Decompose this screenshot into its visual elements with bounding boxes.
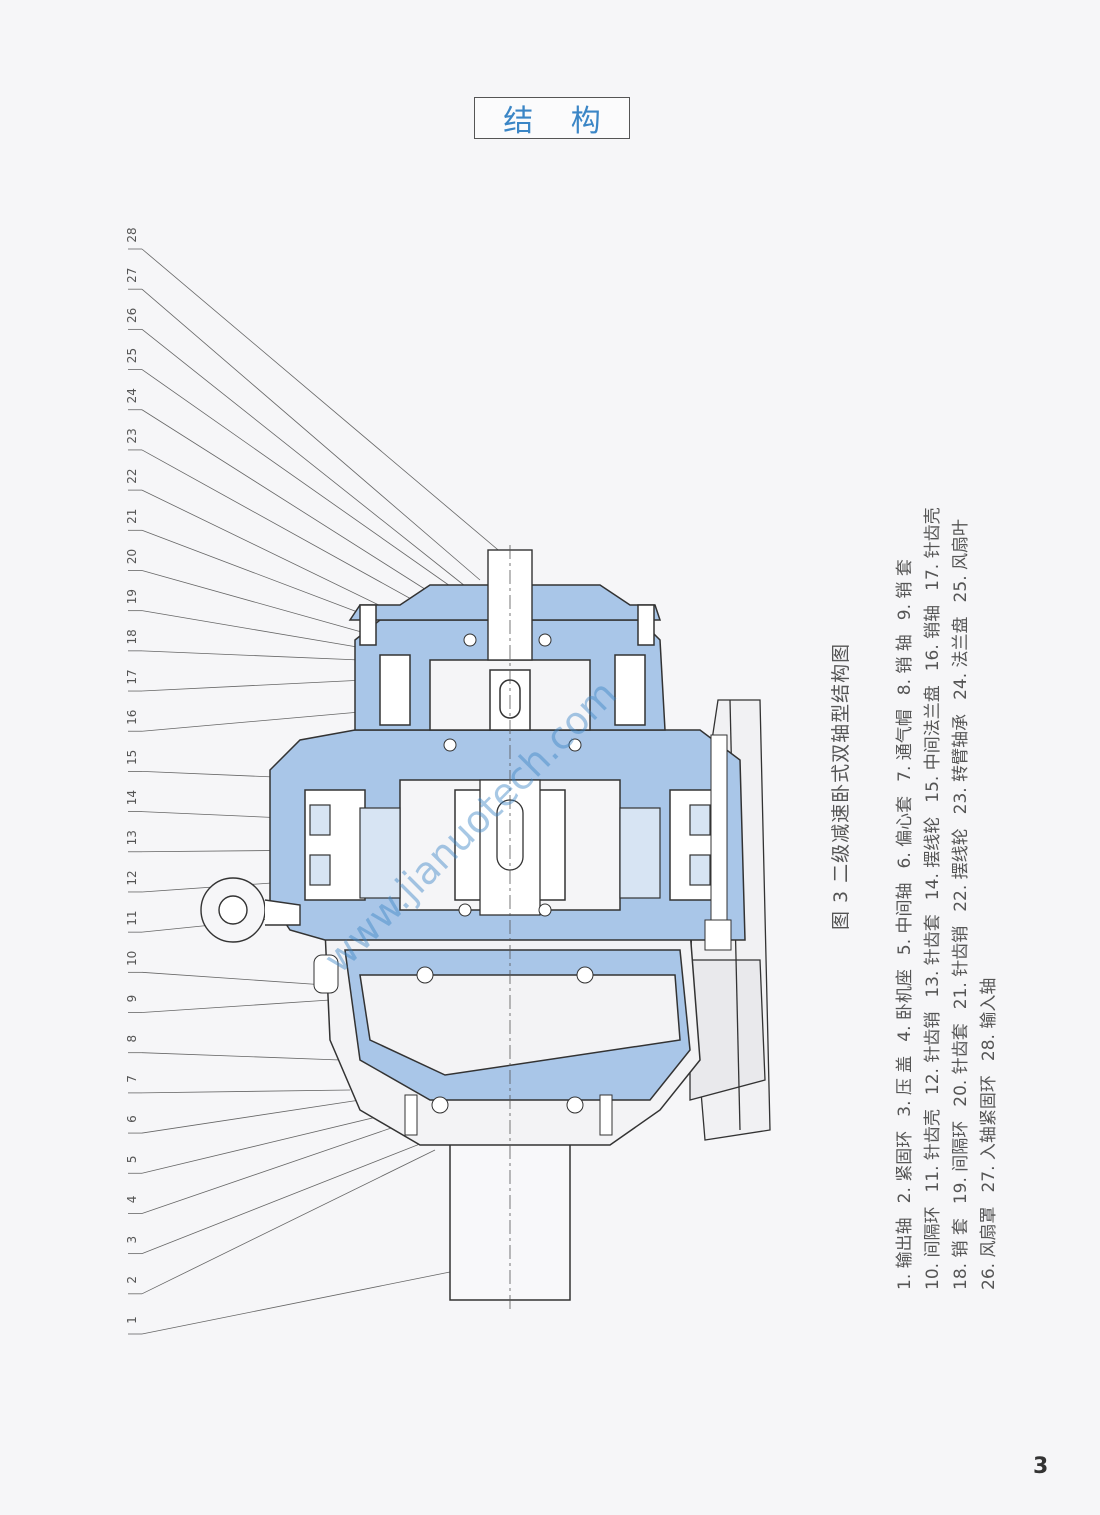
callout-number-17: 17 <box>125 669 139 684</box>
callout-number-9: 9 <box>125 995 139 1003</box>
horizontal-machine-seat <box>324 929 701 1146</box>
callout-number-16: 16 <box>125 710 139 725</box>
leader-line-22 <box>141 489 421 626</box>
callout-number-18: 18 <box>125 629 139 644</box>
leader-lines <box>128 248 511 1335</box>
callout-number-15: 15 <box>125 750 139 765</box>
legend-item: 7. 通气帽 <box>895 709 915 782</box>
callout-number-3: 3 <box>125 1236 139 1244</box>
callout-number-25: 25 <box>125 348 139 363</box>
callout-number-4: 4 <box>125 1196 139 1204</box>
leader-line-28 <box>141 248 511 561</box>
legend-item: 18. 销 套 <box>951 1218 971 1290</box>
legend-item: 24. 法兰盘 <box>951 616 971 700</box>
legend-item: 13. 针齿套 <box>923 914 943 998</box>
callout-number-12: 12 <box>125 870 139 885</box>
callout-number-24: 24 <box>125 388 139 403</box>
leader-line-5 <box>141 1114 386 1174</box>
callout-number-2: 2 <box>125 1276 139 1284</box>
callout-number-19: 19 <box>125 589 139 604</box>
legend-item: 6. 偏心套 <box>895 795 915 869</box>
callout-number-23: 23 <box>125 428 139 443</box>
legend-item: 8. 销 轴 <box>895 634 915 696</box>
legend-item: 22. 摆线轮 <box>951 828 971 912</box>
callout-number-21: 21 <box>125 509 139 524</box>
legend-item: 27. 入轴紧固环 <box>979 1075 999 1193</box>
section-title-box: 结 构 <box>474 97 630 139</box>
legend-item: 2. 紧固环 <box>895 1130 915 1204</box>
callout-number-22: 22 <box>125 468 139 483</box>
leader-line-3 <box>141 1139 431 1255</box>
legend-column-3: 18. 销 套 19. 间隔环 20. 针齿套 21. 针齿销 22. 摆线轮 23. 转… <box>946 505 971 1290</box>
page-number: 3 <box>1033 1454 1049 1479</box>
leader-line-6 <box>141 1099 361 1134</box>
leader-line-18 <box>141 650 361 661</box>
legend-item: 5. 中间轴 <box>895 882 915 956</box>
leader-line-10 <box>141 971 326 986</box>
legend-item: 23. 转臂轴承 <box>951 713 971 815</box>
leader-line-19 <box>141 610 376 651</box>
leader-line-1 <box>141 1269 461 1335</box>
legend-item: 4. 卧机座 <box>895 969 915 1042</box>
legend-item: 26. 风扇罩 <box>979 1206 999 1290</box>
legend-item: 10. 间隔环 <box>923 1206 943 1290</box>
legend-item: 1. 输出轴 <box>895 1217 915 1290</box>
callout-number-10: 10 <box>125 951 139 966</box>
leader-line-16 <box>141 711 361 732</box>
legend-item: 25. 风扇叶 <box>951 518 971 603</box>
callout-number-13: 13 <box>125 830 139 845</box>
leader-line-2 <box>141 1149 436 1295</box>
leader-line-23 <box>141 449 441 616</box>
legend-item: 19. 间隔环 <box>951 1120 971 1205</box>
legend-item: 9. 销 套 <box>895 559 915 621</box>
leader-line-20 <box>141 570 391 641</box>
leader-line-27 <box>141 288 481 581</box>
leader-line-24 <box>141 409 451 606</box>
leader-line-26 <box>141 329 471 591</box>
pin-sleeves <box>313 734 732 1136</box>
callout-number-14: 14 <box>125 790 139 805</box>
legend-item: 12. 针齿销 <box>923 1011 943 1096</box>
cycloid-disc-stage1 <box>309 804 711 899</box>
callout-number-8: 8 <box>125 1035 139 1043</box>
legend-item: 20. 针齿套 <box>951 1023 971 1107</box>
bearings <box>416 633 594 1114</box>
legend-item: 14. 摆线轮 <box>923 816 943 901</box>
legend-column-2: 10. 间隔环 11. 针齿壳 12. 针齿销 13. 针齿套 14. 摆线轮 15. 中… <box>918 493 943 1290</box>
leader-line-17 <box>141 679 366 692</box>
callout-number-20: 20 <box>125 549 139 564</box>
callout-number-1: 1 <box>125 1316 139 1324</box>
legend-item: 11. 针齿壳 <box>923 1109 943 1193</box>
legend-item: 28. 输入轴 <box>979 977 999 1062</box>
callout-labels: 1234567891011121314151617181920212223242… <box>125 227 139 1323</box>
callout-number-11: 11 <box>125 911 139 926</box>
legend-item: 3. 压 盖 <box>895 1055 915 1117</box>
legend-item: 21. 针齿销 <box>951 925 971 1010</box>
callout-number-28: 28 <box>125 227 139 242</box>
leader-line-4 <box>141 1124 401 1214</box>
callout-number-6: 6 <box>125 1115 139 1123</box>
legend-item: 17. 针齿壳 <box>923 507 943 591</box>
figure-caption: 图 3 二级减速卧式双轴型结构图 <box>830 642 852 930</box>
callout-number-7: 7 <box>125 1075 139 1083</box>
callout-number-5: 5 <box>125 1155 139 1163</box>
legend-column-4: 26. 风扇罩 27. 入轴紧固环 28. 输入轴 <box>974 964 999 1290</box>
callout-number-27: 27 <box>125 268 139 283</box>
callout-number-26: 26 <box>125 308 139 323</box>
section-title: 结 构 <box>503 104 615 139</box>
lifting-eye <box>200 877 301 943</box>
legend-item: 15. 中间法兰盘 <box>923 685 943 803</box>
legend-item: 16. 销轴 <box>923 604 943 672</box>
leader-line-8 <box>141 1052 341 1061</box>
leader-line-7 <box>141 1089 351 1094</box>
leader-line-25 <box>141 369 471 601</box>
leader-line-9 <box>141 999 331 1013</box>
legend-column-1: 1. 输出轴 2. 紧固环 3. 压 盖 4. 卧机座 5. 中间轴 6. 偏心套 7. 通… <box>890 545 915 1290</box>
